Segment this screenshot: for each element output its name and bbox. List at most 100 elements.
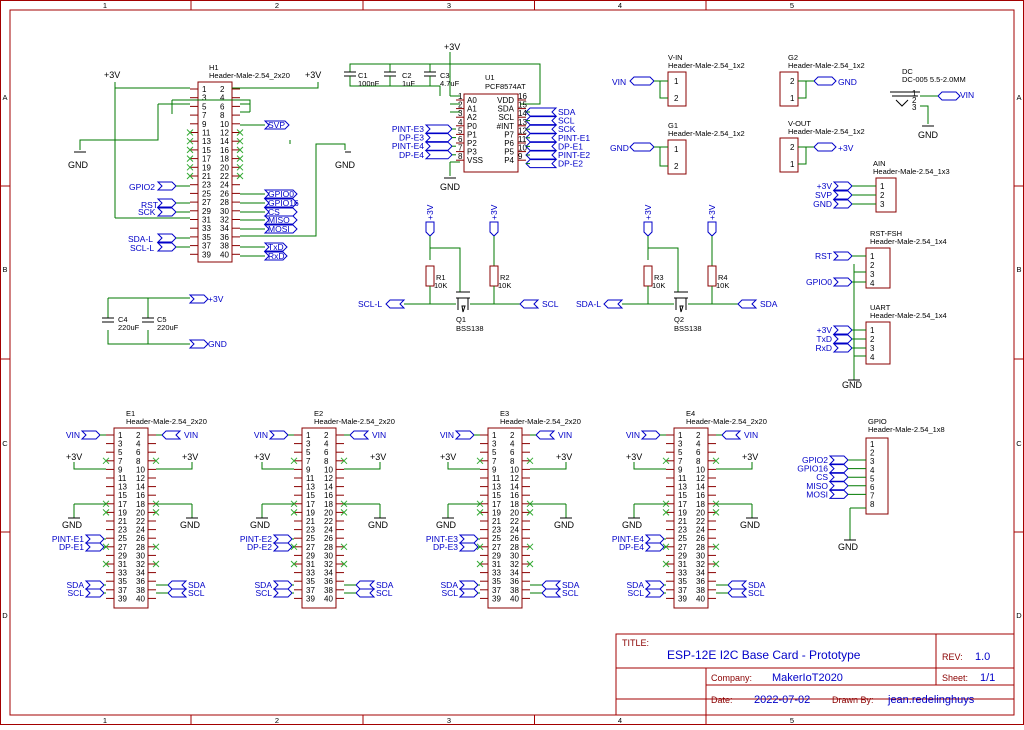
e4-dp: DP-E4 (619, 542, 644, 552)
svg-text:11: 11 (202, 129, 211, 138)
ls0-v-1: +3V (489, 204, 499, 220)
dc-gnd: GND (918, 130, 939, 140)
e4-gnd-right: GND (740, 520, 761, 530)
company-label: Company: (711, 673, 752, 683)
u1-pin-name-2: SCL (498, 113, 514, 122)
u1-body (463, 93, 519, 173)
net-rxd: RxD (268, 251, 285, 261)
e3-dp: DP-E3 (433, 542, 458, 552)
svg-text:3: 3 (870, 270, 875, 279)
svg-text:5: 5 (118, 448, 123, 457)
svg-text:1: 1 (870, 326, 875, 335)
svg-text:7: 7 (492, 457, 497, 466)
h1-gnd-left: GND (68, 160, 89, 170)
ls1-v-1: +3V (707, 204, 717, 220)
svg-text:1: 1 (880, 182, 885, 191)
svg-text:20: 20 (696, 508, 705, 517)
u1-net-pint-e3: PINT-E3 (392, 124, 424, 134)
svg-text:2: 2 (510, 431, 515, 440)
svg-text:20: 20 (324, 508, 333, 517)
svg-text:4: 4 (324, 440, 329, 449)
svg-text:34: 34 (510, 569, 519, 578)
u1-ref: U1 (485, 73, 495, 82)
gpio-gnd: GND (838, 542, 859, 552)
vin-ref: V-IN (668, 53, 683, 62)
sheet-value: 1/1 (980, 672, 995, 684)
ls0-q-value: BSS138 (456, 324, 484, 333)
e1-pint: PINT-E1 (52, 534, 84, 544)
frame-col-top-2: 2 (275, 1, 279, 10)
title-block: TITLE: ESP-12E I2C Base Card - Prototype… (615, 633, 1015, 716)
svg-text:4: 4 (510, 440, 515, 449)
u1-net-dp-e4: DP-E4 (399, 150, 424, 160)
ain-net-2: GND (813, 199, 832, 209)
svg-text:16: 16 (696, 491, 705, 500)
svg-text:29: 29 (118, 551, 127, 560)
e2-3v-right: +3V (370, 452, 386, 462)
svg-text:17: 17 (306, 500, 315, 509)
svg-text:35: 35 (118, 577, 127, 586)
u1-pin-4: 4 (458, 118, 463, 127)
h1-gnd-right: GND (335, 160, 356, 170)
ls0-rb-ref: R2 (500, 273, 510, 282)
u1-pin-3: 3 (458, 109, 463, 118)
c2-value: 1uF (402, 79, 415, 88)
uart-ref: UART (870, 303, 891, 312)
caps-net-3v: +3V (208, 294, 224, 304)
svg-text:8: 8 (324, 457, 329, 466)
e2-value: Header-Male-2.54_2x20 (314, 417, 395, 426)
e4-3v-right: +3V (742, 452, 758, 462)
svg-text:32: 32 (324, 560, 333, 569)
svg-text:28: 28 (136, 543, 145, 552)
svg-text:36: 36 (136, 577, 145, 586)
svg-text:2: 2 (870, 449, 875, 458)
rstfsh-value: Header-Male-2.54_1x4 (870, 237, 947, 246)
svg-text:38: 38 (136, 586, 145, 595)
svg-text:7: 7 (306, 457, 311, 466)
uart-net-2: RxD (815, 343, 832, 353)
svg-text:28: 28 (696, 543, 705, 552)
h1-ref: H1 (209, 63, 219, 72)
svg-text:6: 6 (136, 448, 141, 457)
svg-text:7: 7 (870, 492, 875, 501)
svg-text:16: 16 (220, 146, 229, 155)
svg-text:2: 2 (790, 143, 795, 152)
g1-net: GND (610, 143, 629, 153)
svg-text:15: 15 (678, 491, 687, 500)
frame-col-top-1: 1 (103, 1, 107, 10)
e3-value: Header-Male-2.54_2x20 (500, 417, 581, 426)
c4-value: 220uF (118, 323, 140, 332)
u1-pin-name-P0: P0 (467, 122, 477, 131)
svg-text:31: 31 (202, 216, 211, 225)
u1-net-scl: SCL (558, 116, 575, 126)
gpio-value: Header-Male-2.54_1x8 (868, 425, 945, 434)
h1-value: Header-Male-2.54_2x20 (209, 71, 290, 80)
svg-text:33: 33 (306, 569, 315, 578)
frame-row-right-B: B (1016, 265, 1021, 274)
svg-text:40: 40 (136, 594, 145, 603)
svg-text:12: 12 (510, 474, 519, 483)
e3-vin-left: VIN (440, 430, 454, 440)
svg-text:37: 37 (492, 586, 501, 595)
svg-text:2: 2 (880, 191, 885, 200)
svg-text:24: 24 (136, 526, 145, 535)
e3-ref: E3 (500, 409, 509, 418)
net-miso: MISO (268, 215, 290, 225)
svg-text:14: 14 (696, 483, 705, 492)
u1-pin-2: 2 (458, 101, 463, 110)
u1-pin-name-3: #INT (497, 122, 514, 131)
svg-text:9: 9 (202, 120, 207, 129)
svg-text:25: 25 (202, 189, 211, 198)
svg-text:39: 39 (306, 594, 315, 603)
e2-3v-left: +3V (254, 452, 270, 462)
svg-text:3: 3 (870, 344, 875, 353)
u1-net-pint-e4: PINT-E4 (392, 141, 424, 151)
svg-text:21: 21 (118, 517, 127, 526)
svg-text:14: 14 (220, 137, 229, 146)
gpio-net-4: MOSI (806, 489, 828, 499)
svg-text:18: 18 (136, 500, 145, 509)
frame-col-bottom-4: 4 (618, 716, 622, 725)
